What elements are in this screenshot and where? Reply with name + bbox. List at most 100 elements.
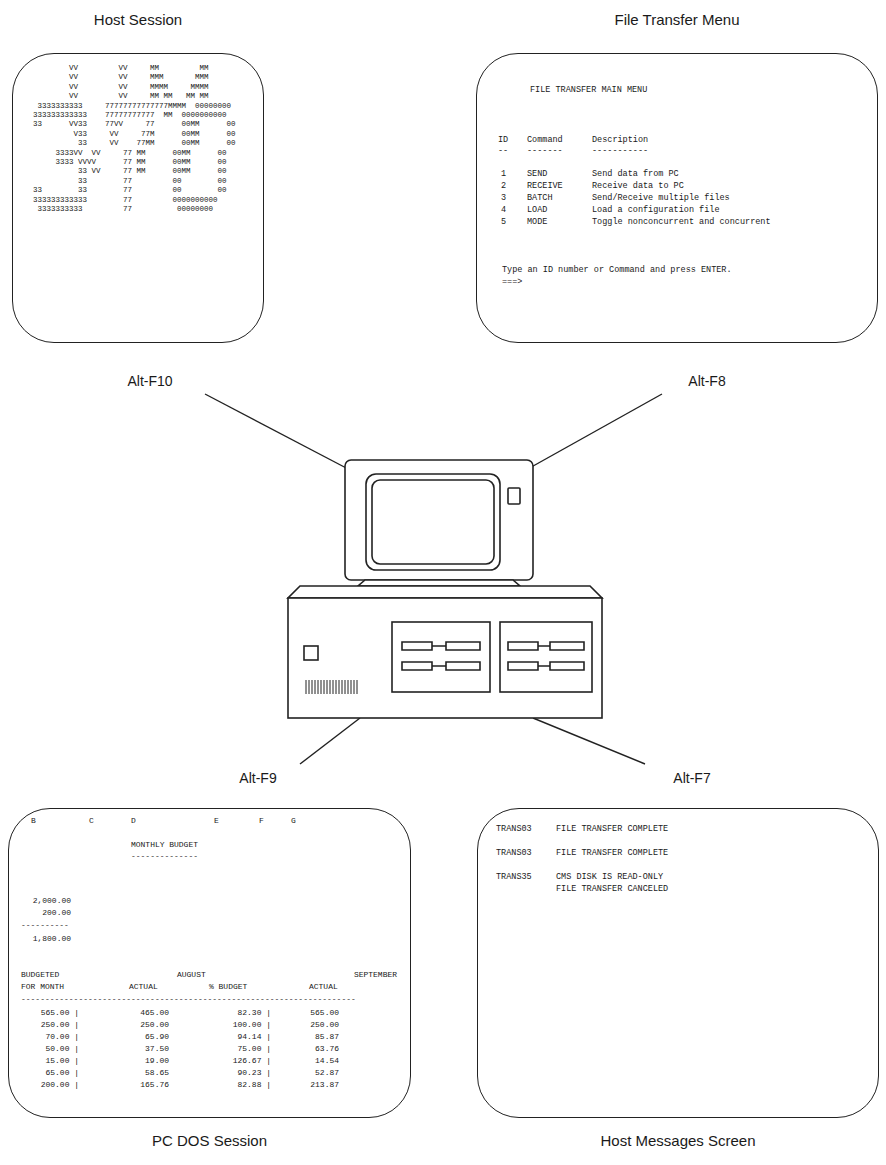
screen-text: 1 [501,170,506,179]
screen-text: LOAD [527,206,547,215]
screen-text: ID [498,136,508,145]
screen-text: FILE TRANSFER MAIN MENU [530,86,647,95]
screen-caption: Host Session [94,12,182,29]
screen-text: VV VV MMMM MMMM [33,83,209,91]
screen-text: 565.00 [310,1009,339,1018]
screen-text: 3333333333 77777777777777MMMM 00000000 [33,102,231,110]
screen-text: -------------- [131,852,198,861]
screen-text: 82.88 | [238,1081,271,1090]
screen-text: 3333333333 77 00000000 [33,205,213,213]
screen-text: MONTHLY BUDGET [131,841,198,850]
screen-text: ---------- [21,921,69,930]
screen-text: -- [498,147,508,156]
screen-text: 4 [501,206,506,215]
screen-text: 75.00 | [238,1045,271,1054]
screen-box: Host Messages ScreenTRANS03FILE TRANSFER… [477,808,879,1118]
screen-text: 15.00 | [46,1057,79,1066]
screen-text: 165.76 [140,1081,169,1090]
screen-text: SEPTEMBER [354,971,397,980]
connector-line [526,394,662,470]
screen-text: BATCH [527,194,553,203]
screen-text: Send data from PC [592,170,679,179]
screen-text: 70.00 | [46,1033,79,1042]
screen-text: ACTUAL [309,983,338,992]
screen-text: 465.00 [140,1009,169,1018]
shortcut-key-label: Alt-F7 [673,771,710,786]
screen-text: RECEIVE [527,182,563,191]
screen-text: 19.00 [145,1057,169,1066]
screen-text: G [291,817,296,826]
screen-text: V33 VV 77M 00MM 00 [33,130,236,138]
screen-caption: File Transfer Menu [614,12,739,29]
screen-text: 52.87 [315,1069,339,1078]
screen-caption: Host Messages Screen [600,1133,755,1150]
screen-text: 85.87 [315,1033,339,1042]
monitor [345,460,533,586]
screen-text: FILE TRANSFER COMPLETE [556,849,668,858]
screen-text: 50.00 | [46,1045,79,1054]
screen-text: F [259,817,264,826]
screen-text: 63.76 [315,1045,339,1054]
screen-text: 82.30 | [238,1009,271,1018]
screen-text: 33 VV 77 MM 00MM 00 [33,167,227,175]
screen-text: 2 [501,182,506,191]
screen-text: 200.00 [42,909,71,918]
screen-box: File Transfer MenuFILE TRANSFER MAIN MEN… [476,53,878,343]
screen-text: 250.00 [310,1021,339,1030]
screen-caption: PC DOS Session [152,1133,267,1150]
screen-text: 250.00 | [41,1021,79,1030]
screen-text: 3333VV VV 77 MM 00MM 00 [33,149,227,157]
screen-text: Load a configuration file [592,206,720,215]
screen-text: VV VV MM MM [33,64,209,72]
screen-text: AUGUST [177,971,206,980]
screen-text: 3 [501,194,506,203]
screen-text: % BUDGET [209,983,247,992]
screen-text: D [131,817,136,826]
connector-line [205,394,350,470]
screen-text: 33 VV33 77VV 77 00MM 00 [33,120,236,128]
screen-text: 333333333333 77 0000000000 [33,196,218,204]
screen-text: 94.14 | [238,1033,271,1042]
screen-text: 58.65 [145,1069,169,1078]
screen-text: 100.00 | [233,1021,271,1030]
screen-text: VV VV MMM MMM [33,73,209,81]
screen-text: 2,000.00 [33,897,71,906]
screen-text: TRANS35 [496,873,532,882]
shortcut-key-label: Alt-F8 [688,374,725,389]
screen-text: Command [527,136,563,145]
screen-text: FILE TRANSFER CANCELED [556,885,668,894]
screen-text: 65.90 [145,1033,169,1042]
screen-box: PC DOS SessionBCDEFGMONTHLY BUDGET------… [8,808,411,1118]
screen-text: FILE TRANSFER COMPLETE [556,825,668,834]
screen-text: 33 33 77 00 00 [33,186,227,194]
screen-text: Receive data to PC [592,182,684,191]
screen-text: FOR MONTH [21,983,64,992]
screen-text: TRANS03 [496,849,532,858]
screen-text: B [31,817,36,826]
screen-text: ----------------------------------------… [21,995,356,1004]
screen-text: Type an ID number or Command and press E… [502,266,732,275]
screen-text: Send/Receive multiple files [592,194,730,203]
screen-text: BUDGETED [21,971,59,980]
screen-text: 33 VV 77MM 00MM 00 [33,139,236,147]
screen-text: 565.00 | [41,1009,79,1018]
screen-text: 213.87 [310,1081,339,1090]
screen-text: 65.00 | [46,1069,79,1078]
screen-text: ===> [502,278,522,287]
screen-text: Toggle nonconcurrent and concurrent [592,218,771,227]
screen-text: SEND [527,170,547,179]
shortcut-key-label: Alt-F9 [239,771,276,786]
screen-text: E [214,817,219,826]
shortcut-key-label: Alt-F10 [127,374,172,389]
screen-text: Description [592,136,648,145]
screen-text: C [89,817,94,826]
screen-text: 1,800.00 [33,935,71,944]
screen-text: ----------- [592,147,648,156]
screen-text: 3333 VVVV 77 MM 00MM 00 [33,158,227,166]
screen-text: 333333333333 77777777777 MM 0000000000 [33,111,227,119]
screen-text: TRANS03 [496,825,532,834]
screen-text: 200.00 | [41,1081,79,1090]
screen-text: 126.67 | [233,1057,271,1066]
screen-box: Host Session VV VV MM MM VV VV MMM MMM V… [12,53,264,343]
system-unit [288,586,602,718]
